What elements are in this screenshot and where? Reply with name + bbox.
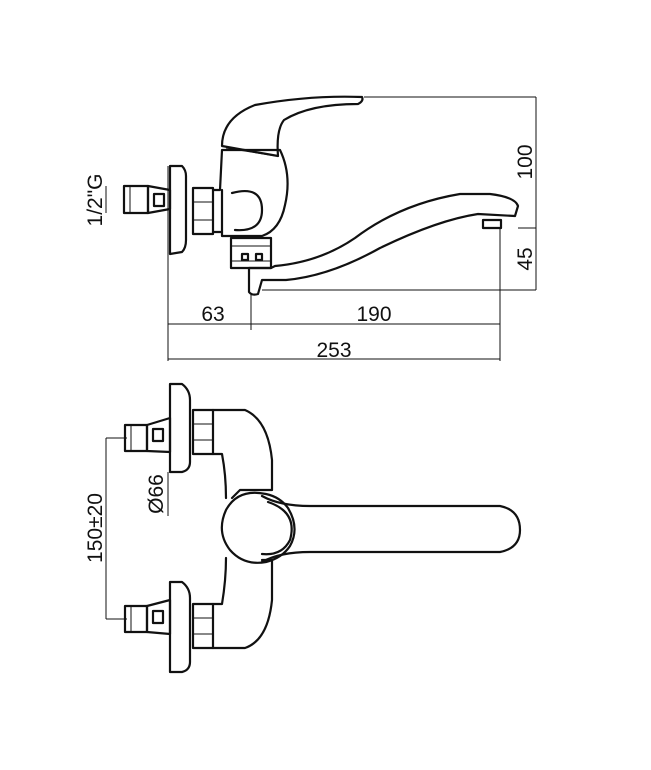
aerator bbox=[481, 218, 503, 230]
spout-base-ring bbox=[229, 236, 273, 270]
dimension-lines-side bbox=[105, 97, 537, 360]
side-view: 100 45 1/2"G 63 190 253 bbox=[84, 95, 537, 362]
hex-nut-lower bbox=[191, 602, 215, 650]
dim-thread: 1/2"G bbox=[84, 174, 107, 227]
wall-flange-side bbox=[168, 164, 188, 256]
dim-reach: 190 bbox=[356, 303, 391, 326]
top-view: Ø66 150±20 bbox=[84, 382, 522, 674]
lever-handle-top bbox=[260, 494, 522, 564]
inlet-connector-side bbox=[122, 184, 172, 215]
spout-side bbox=[247, 192, 520, 296]
dim-length-total: 253 bbox=[316, 339, 351, 362]
mixer-body-side bbox=[211, 148, 289, 238]
wall-flange-upper bbox=[168, 382, 192, 474]
dim-offset-left: 63 bbox=[201, 303, 224, 326]
lever-hub bbox=[220, 491, 296, 564]
body-recess bbox=[230, 189, 264, 232]
inlet-connector-upper bbox=[123, 416, 172, 454]
mixer-body-lower-top bbox=[211, 558, 274, 650]
dim-height-spout: 45 bbox=[514, 247, 537, 270]
dimension-lines-top bbox=[105, 437, 169, 620]
hex-nut-upper bbox=[191, 408, 215, 456]
lever-hub-inner bbox=[260, 500, 293, 556]
wall-flange-lower bbox=[168, 580, 192, 674]
mixer-body-top bbox=[211, 408, 274, 500]
inlet-connector-lower bbox=[123, 598, 172, 636]
dim-flange-diameter: Ø66 bbox=[145, 474, 168, 514]
lever-handle-side bbox=[220, 95, 364, 158]
dim-centre-distance: 150±20 bbox=[84, 493, 107, 563]
dim-height-total: 100 bbox=[514, 144, 537, 179]
extension-lines-side bbox=[167, 96, 536, 361]
hex-nut-side bbox=[191, 186, 215, 236]
